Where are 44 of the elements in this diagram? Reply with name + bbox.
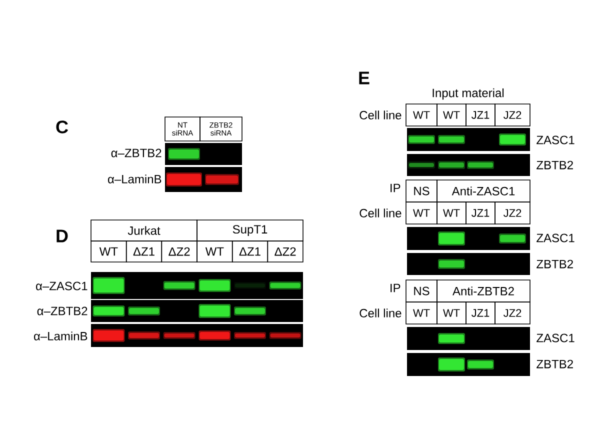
table-cell: WT [436,104,466,126]
table-cell: SupT1 [196,220,304,242]
table-cell: Jurkat [90,220,198,242]
table-cell: NS [406,280,438,302]
blot-label: Input material [432,88,504,100]
table-cell: JZ2 [494,104,530,126]
blot-label: α–ZBTB2 [111,148,162,158]
blot-label: Cell line [360,208,402,218]
table-cell: JZ2 [494,302,530,324]
blot-label: Cell line [360,308,402,318]
table-cell: JZ1 [466,202,496,224]
table-cell: JZ2 [494,202,530,224]
table-cell: WT [406,302,438,324]
table-cell: ΔZ1 [126,240,162,262]
table-cell: Anti-ZBTB2 [436,280,530,302]
table-cell: NS [406,180,438,202]
blot-label: α–LaminB [34,332,88,340]
panel-letter: C [56,120,68,134]
blot-label: α–LaminB [108,174,162,184]
table-cell: WT [436,302,466,324]
blot-label: ZASC1 [536,234,574,242]
table-cell: Anti-ZASC1 [436,180,530,202]
blot-label: ZBTB2 [536,260,573,268]
table-cell: ΔZ2 [161,240,198,262]
blot-label: Cell line [360,110,402,120]
panel-letter: D [56,230,68,242]
table-cell: JZ1 [466,302,496,324]
blot-label: α–ZBTB2 [37,306,88,316]
blot-label: ZASC1 [536,334,574,342]
blot-label: IP [390,184,400,192]
table-cell: WT [406,202,438,224]
blot-label: α–ZASC1 [36,282,88,290]
blot-label: ZBTB2 [536,160,573,170]
blot-label: ZBTB2 [536,360,573,368]
table-cell: WT [436,202,466,224]
table-cell: JZ1 [466,104,496,126]
table-cell: ΔZ2 [267,240,304,262]
blot-label: IP [390,284,400,292]
table-cell: WT [90,240,127,262]
panel-letter: E [359,72,370,84]
table-cell: ΔZ1 [232,240,268,262]
table-cell: WT [406,104,438,126]
table-cell: WT [196,240,233,262]
blot-label: ZASC1 [536,136,574,144]
